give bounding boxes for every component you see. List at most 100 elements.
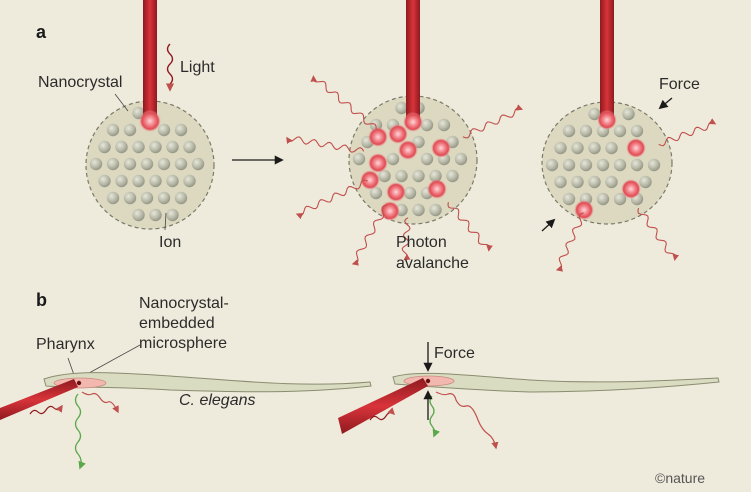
ion-leader bbox=[164, 212, 167, 231]
panel-b-label: b bbox=[36, 290, 47, 310]
laser-beam-b1 bbox=[0, 379, 78, 420]
force-ions bbox=[574, 110, 646, 220]
ion bbox=[183, 140, 196, 154]
ion bbox=[106, 157, 120, 171]
ion bbox=[106, 191, 120, 205]
ion bbox=[386, 152, 400, 166]
force-label-a: Force bbox=[659, 76, 700, 93]
excited-ion bbox=[626, 138, 646, 158]
ion bbox=[403, 186, 417, 200]
ion bbox=[132, 208, 145, 222]
photon-ray bbox=[295, 179, 368, 220]
excited-ion bbox=[597, 110, 617, 130]
ion bbox=[412, 203, 425, 217]
ion bbox=[562, 124, 576, 138]
photon-ray bbox=[310, 75, 377, 130]
light-squiggle-b1 bbox=[29, 404, 63, 415]
photon-ray bbox=[637, 207, 680, 261]
ion bbox=[554, 175, 567, 189]
ion bbox=[98, 174, 111, 188]
ion bbox=[123, 191, 137, 205]
ion bbox=[613, 192, 627, 206]
ion-cluster-3 bbox=[545, 107, 661, 206]
photon-ray bbox=[351, 204, 388, 266]
ion bbox=[571, 175, 584, 189]
ion bbox=[622, 107, 635, 121]
panel-a-label: a bbox=[36, 22, 47, 42]
microsphere-dot-2 bbox=[425, 378, 431, 384]
microsphere-label-line2: embedded bbox=[139, 315, 215, 332]
ion bbox=[420, 118, 434, 132]
photon-ray bbox=[286, 136, 365, 153]
emitted-photon-b1 bbox=[81, 391, 119, 414]
ion bbox=[166, 208, 179, 222]
ion bbox=[613, 124, 627, 138]
excited-ion bbox=[388, 124, 408, 144]
microsphere-label-line1: Nanocrystal- bbox=[139, 295, 229, 312]
ion bbox=[174, 191, 188, 205]
nanocrystal-label: Nanocrystal bbox=[38, 74, 122, 91]
green-photon-b2 bbox=[429, 395, 440, 438]
ion bbox=[571, 141, 584, 155]
ion bbox=[412, 169, 425, 183]
ion bbox=[596, 158, 610, 172]
excited-ion bbox=[398, 140, 418, 160]
ion bbox=[454, 152, 468, 166]
ion-label: Ion bbox=[159, 234, 181, 251]
ion bbox=[554, 141, 567, 155]
excited-ion bbox=[360, 170, 380, 190]
photon-label-line1: Photon bbox=[396, 234, 447, 251]
excited-ion bbox=[621, 179, 641, 199]
nanocrystal-3 bbox=[541, 0, 717, 272]
ion bbox=[437, 118, 451, 132]
microsphere-dot bbox=[76, 380, 82, 386]
ion bbox=[157, 123, 171, 137]
pharynx-label: Pharynx bbox=[36, 336, 95, 353]
light-squiggle bbox=[165, 43, 175, 92]
ion bbox=[157, 191, 171, 205]
nanocrystal-2 bbox=[286, 0, 524, 266]
ion bbox=[605, 175, 618, 189]
ion bbox=[123, 157, 137, 171]
avalanche-ions bbox=[360, 112, 451, 221]
ion bbox=[140, 157, 154, 171]
excited-ion bbox=[368, 153, 388, 173]
ion bbox=[588, 175, 601, 189]
photon-ray bbox=[401, 217, 411, 261]
nanocrystal-1 bbox=[85, 0, 215, 230]
force-label-b: Force bbox=[434, 345, 475, 362]
ion bbox=[647, 158, 661, 172]
ion bbox=[166, 140, 179, 154]
nature-credit: ©nature bbox=[655, 470, 705, 486]
ion bbox=[395, 169, 408, 183]
light-squiggle-b2 bbox=[369, 407, 396, 421]
worm-2 bbox=[392, 372, 720, 393]
photon-ray bbox=[555, 212, 584, 272]
ion bbox=[106, 123, 120, 137]
ion bbox=[174, 123, 188, 137]
excited-ion bbox=[431, 138, 451, 158]
ion bbox=[446, 169, 459, 183]
ion bbox=[588, 141, 601, 155]
force-arrow-top bbox=[658, 97, 673, 110]
ion bbox=[369, 186, 383, 200]
ion bbox=[545, 158, 559, 172]
emitted-photons-2 bbox=[286, 75, 524, 266]
ion bbox=[149, 140, 162, 154]
excited-ion bbox=[368, 127, 388, 147]
species-label: C. elegans bbox=[179, 392, 256, 409]
ion bbox=[149, 174, 162, 188]
ion bbox=[429, 169, 442, 183]
pharynx-leader bbox=[67, 357, 75, 376]
ion bbox=[132, 174, 145, 188]
photon-ray bbox=[658, 118, 717, 147]
ion bbox=[596, 192, 610, 206]
ion bbox=[115, 174, 128, 188]
laser-beam-1 bbox=[143, 0, 157, 120]
ion bbox=[429, 203, 442, 217]
emitted-photon-b2 bbox=[435, 391, 499, 450]
ion bbox=[149, 208, 162, 222]
ion bbox=[562, 192, 576, 206]
nanocrystal-leader bbox=[114, 93, 129, 112]
